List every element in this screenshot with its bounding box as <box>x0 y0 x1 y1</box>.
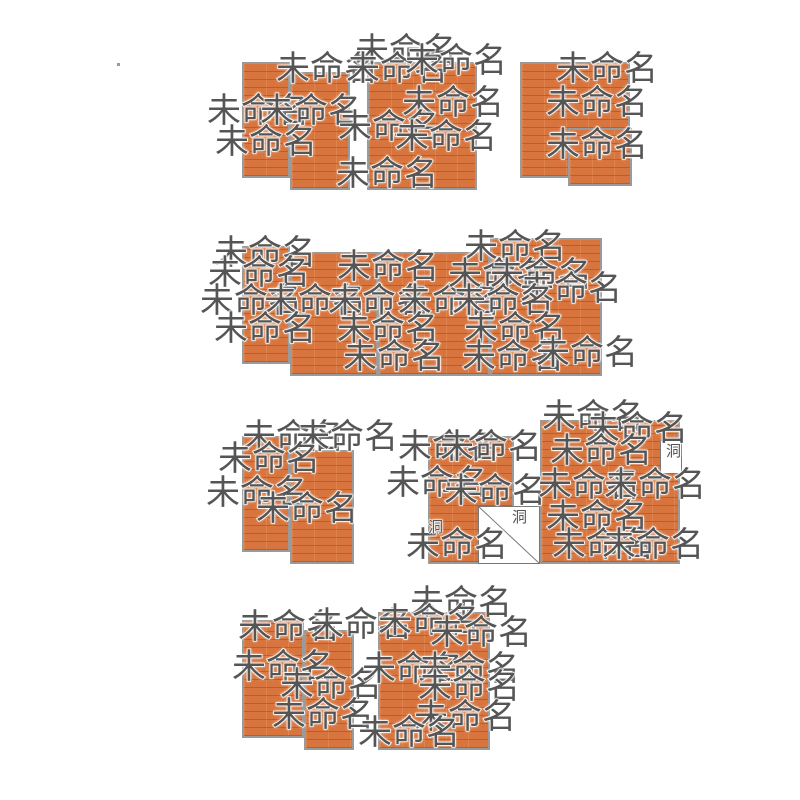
room-floor <box>520 62 630 178</box>
origin-marker <box>117 63 120 66</box>
void-diagonal-icon <box>478 506 540 564</box>
room-floor <box>367 62 477 190</box>
room-floor <box>242 62 290 178</box>
room-floor <box>290 450 354 564</box>
room-floor <box>378 612 490 750</box>
void-opening <box>660 440 682 474</box>
room-floor <box>378 252 490 376</box>
room-label: 未命名 <box>295 417 399 457</box>
room-floor <box>242 436 290 552</box>
room-floor <box>242 620 304 738</box>
room-floor <box>290 72 350 190</box>
room-floor <box>490 238 602 376</box>
room-floor <box>242 246 290 364</box>
room-floor <box>290 252 378 376</box>
room-floor <box>304 630 354 750</box>
room-floor <box>568 128 632 186</box>
room-floor <box>540 420 680 564</box>
